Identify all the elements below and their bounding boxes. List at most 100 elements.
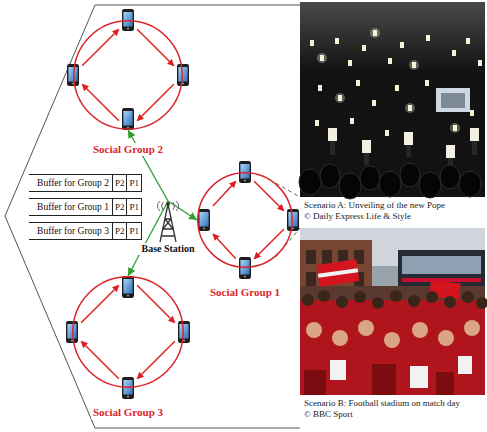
group-circle [73,277,183,387]
group-label-row: Social Group 3 [32,402,224,420]
packet-cell: P2 [112,223,127,239]
packet-cell: P1 [126,223,141,239]
scenario-a-photo [450,123,460,133]
packet-name: P1 [129,178,139,188]
scenario-a-photo [466,38,470,44]
scenario-a-photo [317,53,327,63]
packet-cell: P1 [126,199,141,215]
group-name: Social Group 1 [208,286,282,299]
photo-frame [300,2,485,197]
scenario-a-photo [446,145,455,158]
antenna-tip [166,202,170,206]
caption-block: Scenario B: Football stadium on match da… [300,395,485,420]
scenario-a-photo [385,130,389,136]
scenario-a-photo [426,35,430,41]
group-circle [74,21,182,129]
scenario-b-photo [306,250,316,264]
scenario-a-photo [459,171,481,197]
group-outline [73,20,183,130]
scenario-a-photo [339,173,361,199]
scenario-b-photo [384,332,400,348]
scenario-a-photo [379,171,401,197]
scenario-a-photo [452,50,456,56]
scenario-a-photo [472,141,477,155]
scenario-a-photo [317,28,460,133]
scenario-b-photo [317,259,360,286]
d2d-arrow [137,341,175,379]
connector [276,183,300,197]
scenario-a-photo [330,141,335,155]
caption-block: Scenario A: Unveiling of the new Pope© D… [300,197,485,222]
group-outline [197,172,293,268]
scenario-a-photo [315,120,319,126]
group-outline [72,276,184,388]
scenario-photo: Scenario A: Unveiling of the new Pope© D… [300,2,485,222]
scenario-a-photo [299,169,321,195]
scenario-a-photo [335,38,339,44]
scenario-a-photo [362,45,366,51]
scenario-b-photo [300,228,485,395]
scenario-b-photo [410,366,428,388]
phone-icon [122,9,134,31]
radio-waves [158,201,179,211]
scenario-b-photo [330,360,346,380]
scenario-a-photo [300,2,485,72]
connector [168,201,197,220]
phone-icon [178,321,190,343]
d2d-arrow [213,181,236,206]
scenario-a-photo [388,58,392,64]
scenario-a-photo [419,172,441,198]
phone-icon [239,257,251,279]
scenario-b-photo [302,294,314,306]
d2d-arrow [213,234,236,259]
scenario-b-photo [300,228,487,395]
buffer-queue: Buffer for Group 2P2P1 [29,174,142,192]
packet-cell: P1 [126,175,141,191]
scenario-a-photo [338,95,342,101]
scenario-a-photo [372,100,376,106]
scenario-a-photo [348,60,352,66]
scenario-b-photo [402,278,481,282]
antenna-icon [153,201,183,243]
phone-icon [122,108,134,130]
scenario-a-photo [408,105,412,111]
scenario-b-photo [302,290,487,309]
scenario-a-photo [406,145,411,157]
group-name: Social Group 3 [91,406,165,419]
social-group-circle: Social Group 2 [73,20,183,157]
photo-frame [300,228,485,395]
photo-panel-ground [300,0,487,432]
scenario-a-photo [395,85,399,91]
scenario-b-photo [372,297,384,309]
scenario-b-photo [412,322,428,338]
buffer-name: Buffer for Group 1 [29,199,112,215]
scenario-a-photo [320,164,340,188]
scenario-b-photo [458,356,472,374]
d2d-arrow [82,84,119,121]
group-label-row: Social Group 1 [157,282,333,300]
phone-icon [177,64,189,86]
scenario-b-photo [372,364,396,395]
scenario-a-photo [310,30,482,136]
scenario-a-photo [335,93,345,103]
station-name: Base Station [139,243,196,255]
social-group-circle: Social Group 3 [72,276,184,420]
scenario-b-photo [306,322,322,338]
d2d-arrow [82,29,119,66]
phone-icon [198,209,210,231]
scenario-a-photo [470,110,474,116]
scenario-a-photo [362,140,371,153]
scenario-a-photo [436,88,470,112]
scenario-a-photo [400,163,420,187]
photo-caption: Scenario B: Football stadium on match da… [304,398,485,409]
phone-icon [239,161,251,183]
phone-icon [287,209,299,231]
scenario-a-photo [441,93,465,108]
d2d-arrow [137,84,174,121]
scenario-a-photo [400,42,404,48]
d2d-arrow [81,285,119,323]
scenario-a-photo [412,62,416,68]
scenario-a-photo [478,60,482,66]
